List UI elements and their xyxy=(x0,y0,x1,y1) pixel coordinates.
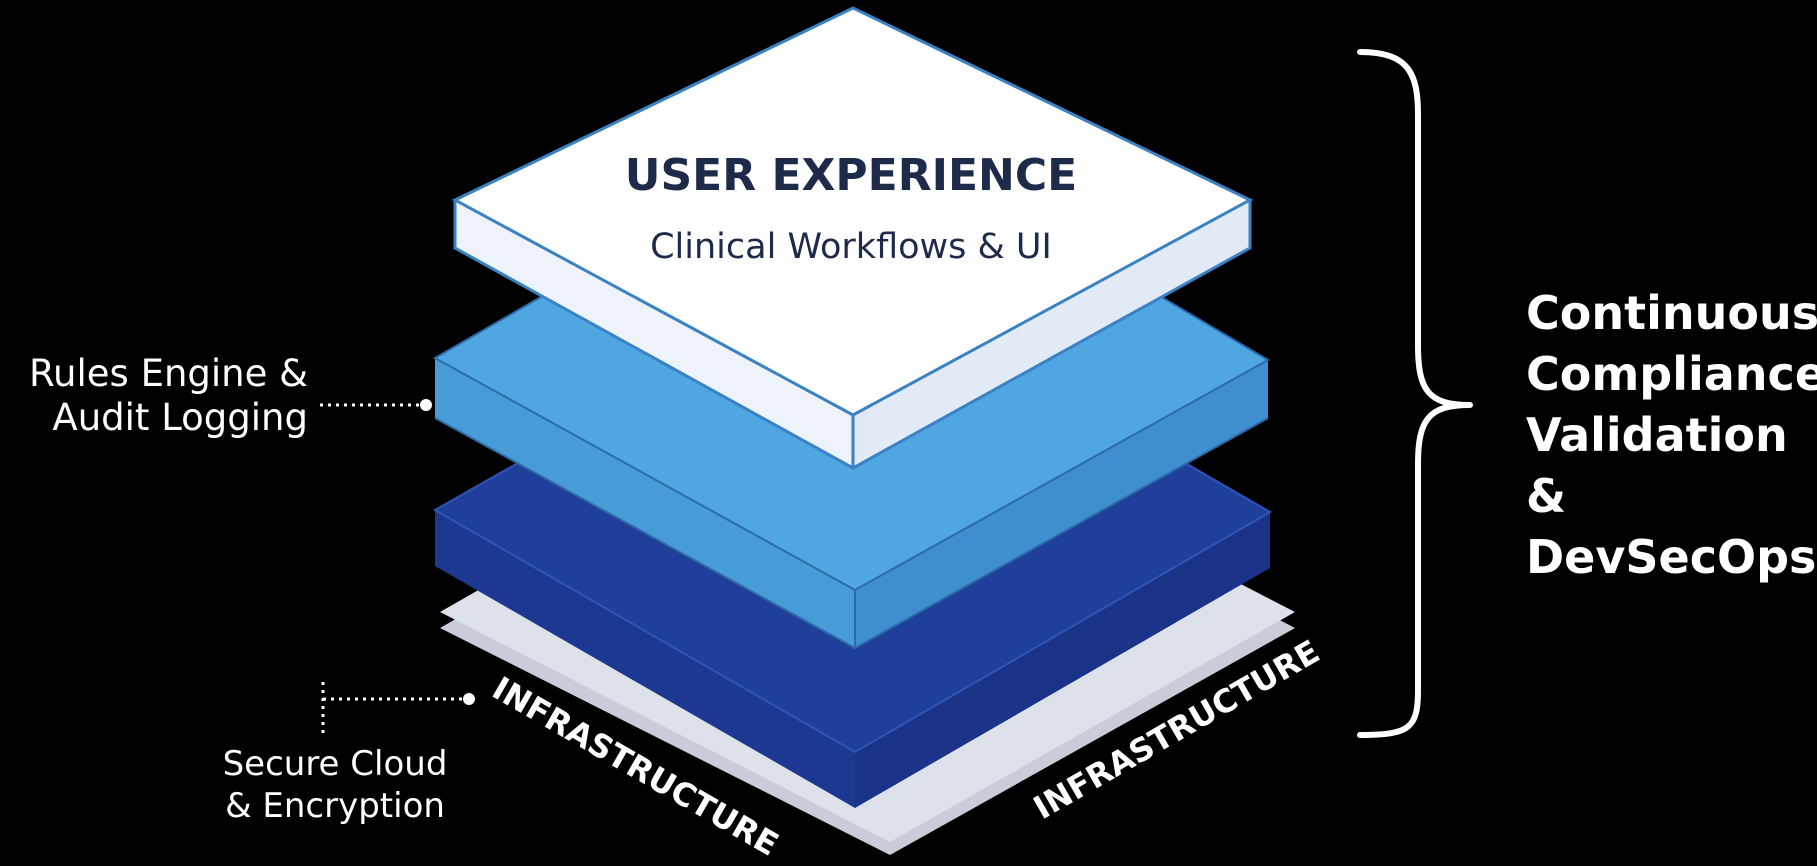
compliance-label-line3: Validation & xyxy=(1526,408,1788,523)
layer-top-subtitle: Clinical Workflows & UI xyxy=(650,227,1052,267)
curly-bracket xyxy=(1357,49,1473,738)
compliance-label-line4: DevSecOps xyxy=(1526,530,1817,584)
rules-engine-label-line2: Audit Logging xyxy=(52,396,308,439)
secure-cloud-label: Secure Cloud & Encryption xyxy=(210,743,460,827)
layer-top-title: USER EXPERIENCE xyxy=(625,150,1077,201)
secure-callout-leader xyxy=(321,682,475,736)
secure-cloud-label-line1: Secure Cloud xyxy=(222,744,448,784)
layer-top xyxy=(451,6,1254,470)
rules-engine-label-line1: Rules Engine & xyxy=(29,352,308,395)
rules-callout-leader xyxy=(320,399,432,411)
compliance-label-line1: Continuous xyxy=(1526,286,1817,340)
secure-cloud-label-line2: & Encryption xyxy=(225,786,445,826)
rules-engine-label: Rules Engine & Audit Logging xyxy=(8,352,308,440)
compliance-label-line2: Compliance xyxy=(1526,347,1817,401)
compliance-label: Continuous Compliance Validation & DevSe… xyxy=(1526,283,1817,588)
